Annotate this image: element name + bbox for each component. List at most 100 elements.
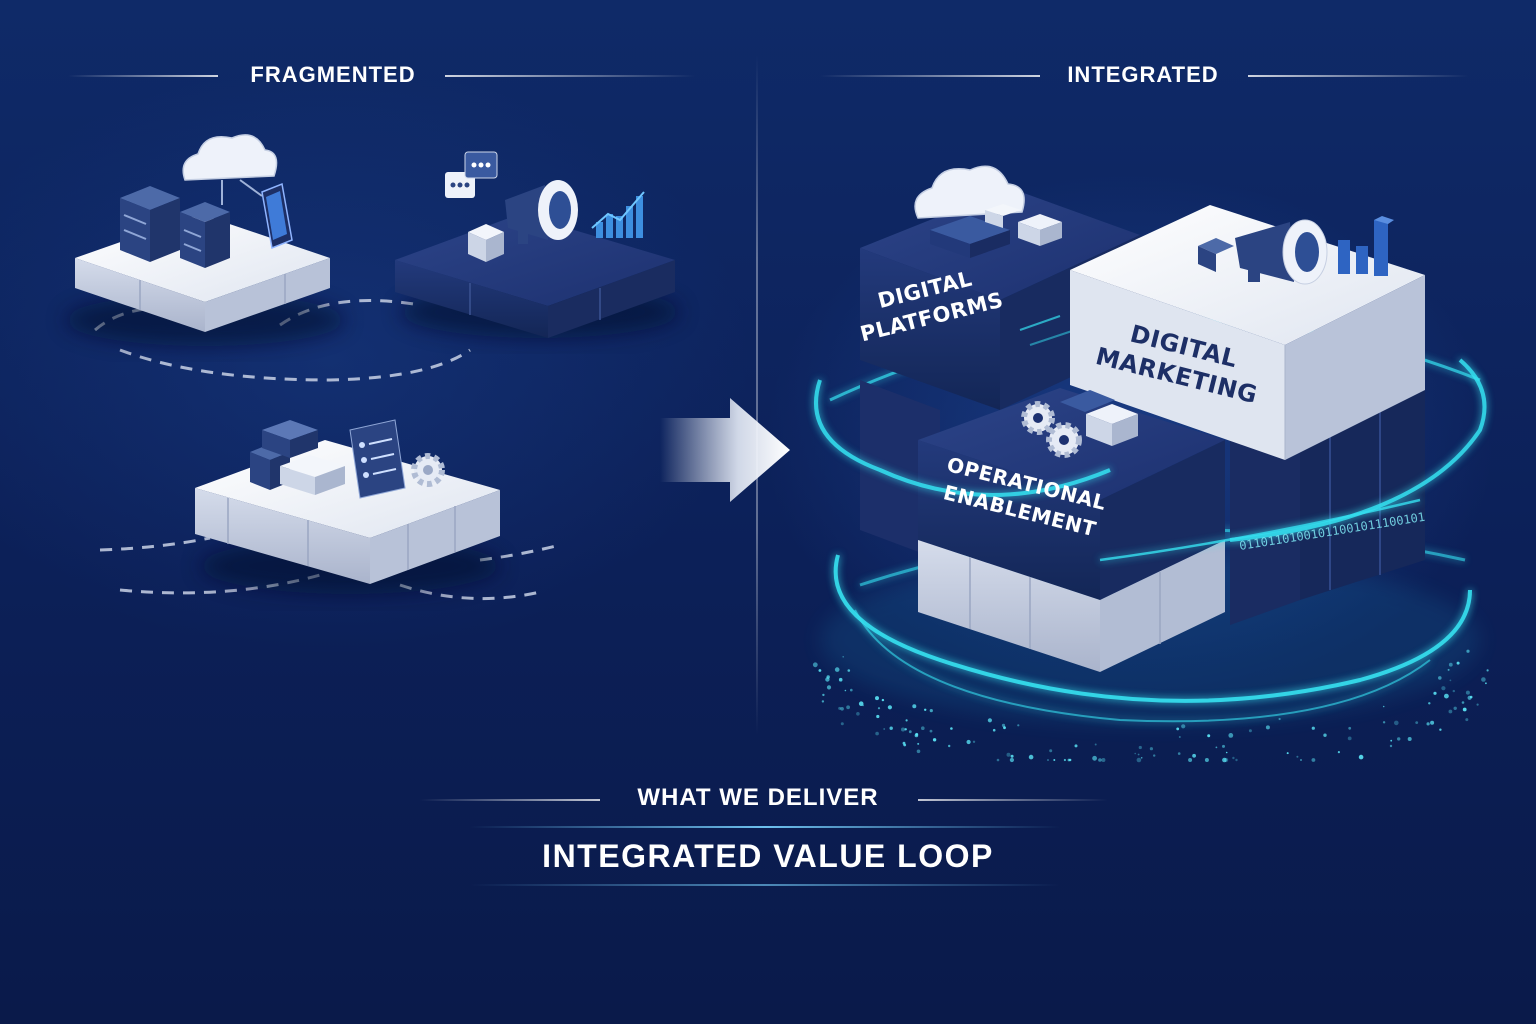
panel-divider [756,55,758,735]
particle-dot [1300,759,1302,761]
left-title-rule-right [445,75,695,77]
particle-dot [929,729,933,733]
particle-dot [1433,691,1437,695]
particle-dot [1067,758,1071,762]
particle-dot [1382,705,1385,708]
particle-dot [821,700,825,703]
particle-dot [877,707,881,710]
right-title-rule-left [820,75,1040,77]
particle-dot [1009,757,1015,763]
particle-dot [818,669,822,672]
particle-dot [1448,709,1453,714]
particle-dot [1047,759,1049,761]
particle-dot [1225,751,1228,754]
value-loop-particles [812,649,1489,763]
particle-dot [1149,747,1153,751]
cloud-icon [914,165,1025,219]
megaphone-icon [1235,219,1328,285]
particle-dot [1028,754,1034,760]
server-icon [180,202,230,268]
particle-dot [924,708,927,711]
particle-dot [1452,689,1456,693]
particle-dot [1177,752,1181,755]
particle-dot [1134,752,1136,755]
particle-dot [858,701,864,706]
box-icon [1060,390,1138,446]
particle-dot [1181,724,1186,729]
particle-dot [929,709,933,713]
particle-dot [1323,733,1327,737]
particle-dot [901,727,905,732]
transition-arrow-icon [660,398,790,502]
particle-dot [1215,746,1218,749]
value-loop-ring-front [814,358,1487,723]
particle-dot [1222,757,1227,763]
particle-dot [1430,720,1435,725]
particle-dot [905,719,908,722]
particle-dot [1337,751,1340,754]
particle-dot [1465,718,1469,722]
particle-dot [1053,759,1056,761]
checklist-icon [349,419,406,499]
particle-dot [1485,682,1487,685]
particle-dot [1486,669,1489,672]
particle-dot [1138,745,1142,750]
particle-dot [908,730,912,734]
particle-dot [1074,744,1078,748]
particle-dot [1438,676,1442,680]
particle-dot [842,656,844,658]
particle-dot [1296,755,1299,758]
particle-dot [1286,752,1289,755]
particle-dot [1137,753,1140,756]
particle-dot [1204,758,1209,762]
particle-dot [1101,758,1106,762]
particle-dot [1428,702,1431,705]
particle-dot [1192,753,1196,758]
particle-dot [1049,749,1053,753]
particle-dot [1136,757,1142,763]
particle-dot [1188,758,1193,762]
particle-dot [826,685,832,690]
particle-dot [889,726,893,730]
particle-dot [1466,649,1470,653]
particle-dot [1311,758,1316,762]
footer-title: INTEGRATED VALUE LOOP [542,838,994,874]
bar-chart-icon [1338,216,1394,276]
particle-dot [904,728,907,731]
particle-dot [1476,703,1479,706]
phone-icon [261,182,293,250]
particle-dot [921,726,925,730]
particle-dot [1003,726,1006,730]
particle-dot [840,707,844,711]
box-icon [930,204,1062,258]
particle-dot [932,738,937,742]
particle-dot [850,688,853,692]
right-panel-title: INTEGRATED [1067,62,1219,87]
particle-dot [1311,726,1315,730]
particle-dot [1140,757,1143,759]
cloud-icon [182,134,278,205]
footer-subtitle-rule-left [420,799,600,801]
particle-dot [876,714,880,719]
particle-dot [1153,754,1156,757]
particle-dot [917,742,920,745]
particle-dot [1006,752,1011,757]
particle-dot [1347,736,1352,741]
particle-dot [1481,677,1486,682]
particle-dot [840,722,844,726]
particle-dot [914,733,919,738]
particle-dot [834,667,840,672]
particle-dot [1232,756,1235,760]
right-title-rule-right [1248,75,1468,77]
device-stack-icon [250,420,345,495]
particle-dot [856,712,860,716]
particle-dot [1010,754,1014,758]
particle-dot [1092,755,1097,761]
box-icon [468,224,504,262]
integrated-block-digital-marketing [1070,205,1425,460]
particle-dot [1462,707,1467,712]
particle-dot [826,675,830,679]
particle-dot [822,693,825,697]
particle-dot [1278,717,1281,721]
